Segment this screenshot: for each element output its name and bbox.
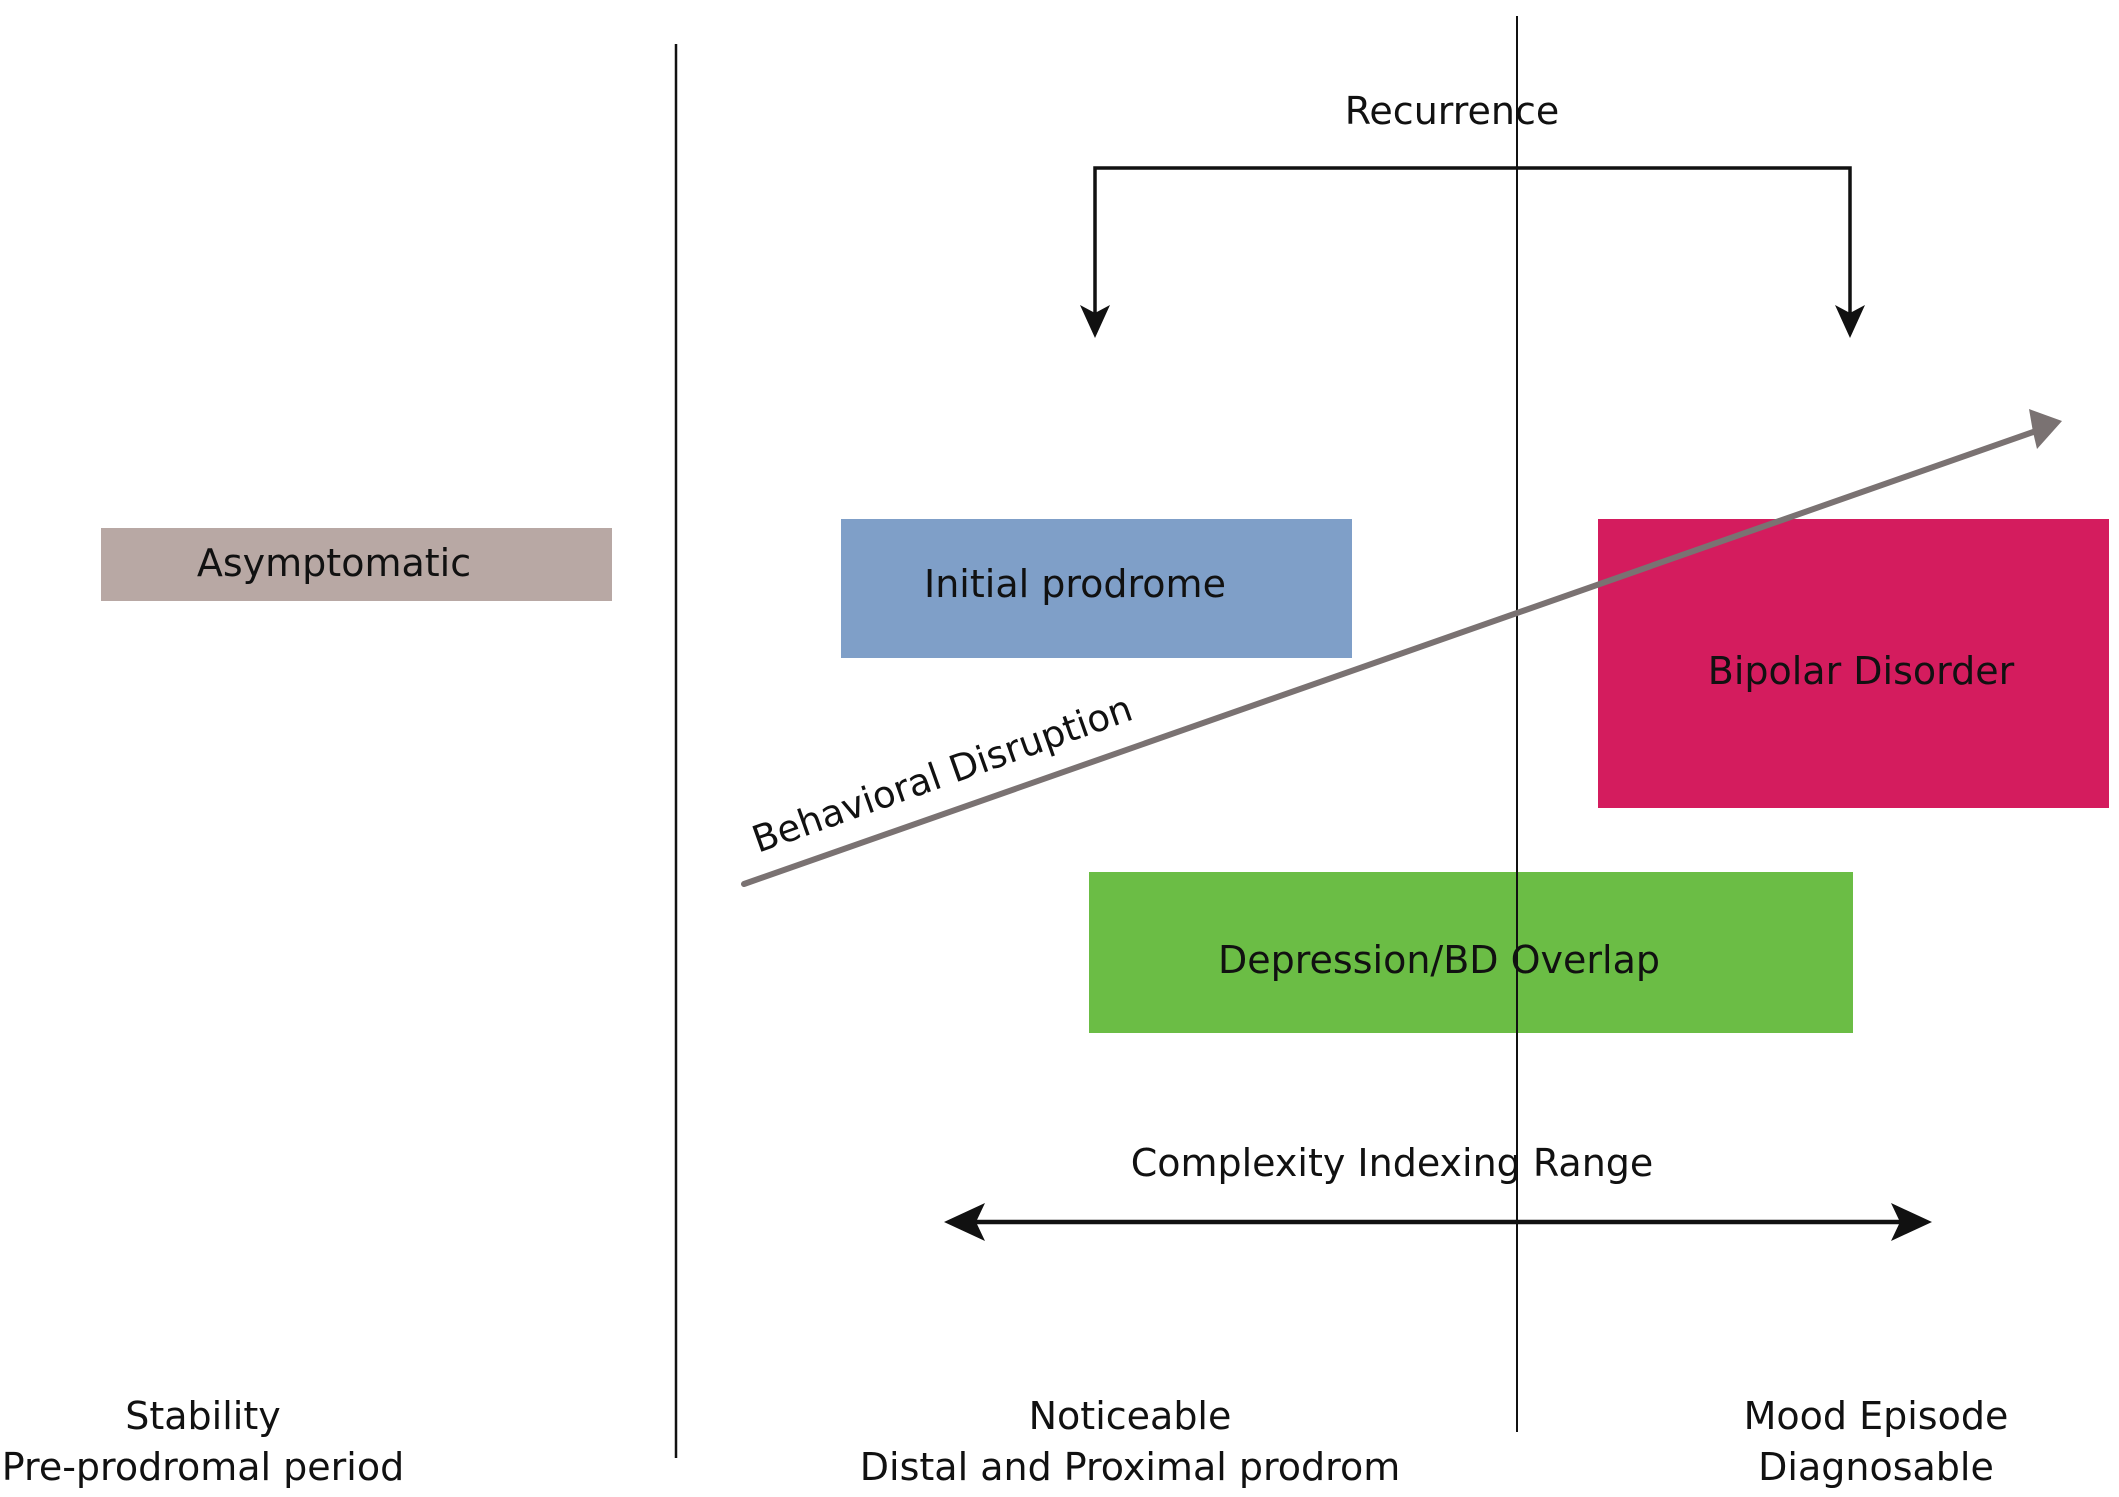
phase-stability-title: Stability <box>125 1394 281 1438</box>
asymptomatic-box <box>101 528 612 601</box>
phase-noticeable-subtitle: Distal and Proximal prodrom <box>860 1445 1400 1489</box>
phase-noticeable-title: Noticeable <box>1029 1394 1232 1438</box>
behavioral-disruption-arrowhead <box>2029 409 2062 449</box>
initial-prodrome-box <box>841 519 1352 658</box>
bipolar-disorder-label: Bipolar Disorder <box>1708 649 2015 693</box>
complexity-range-arrow-left <box>944 1203 985 1241</box>
overlap-box <box>1089 872 1853 1033</box>
complexity-range-arrow-right <box>1891 1203 1932 1241</box>
asymptomatic-label: Asymptomatic <box>197 541 471 585</box>
behavioral-disruption-arrow <box>741 428 2039 887</box>
recurrence-bracket <box>1093 166 1852 317</box>
complexity-range-label: Complexity Indexing Range <box>1131 1141 1654 1185</box>
phase-stability-subtitle: Pre-prodromal period <box>2 1445 404 1489</box>
recurrence-arrow-right <box>1835 305 1865 338</box>
initial-prodrome-label: Initial prodrome <box>924 562 1226 606</box>
phase-mood-episode-subtitle: Diagnosable <box>1758 1445 1994 1489</box>
recurrence-arrow-left <box>1080 305 1110 338</box>
behavioral-disruption-label: Behavioral Disruption <box>747 687 1138 862</box>
phase-mood-episode-title: Mood Episode <box>1744 1394 2009 1438</box>
recurrence-label: Recurrence <box>1345 89 1560 133</box>
bipolar-disorder-box <box>1598 519 2109 808</box>
overlap-label: Depression/BD Overlap <box>1218 938 1660 982</box>
